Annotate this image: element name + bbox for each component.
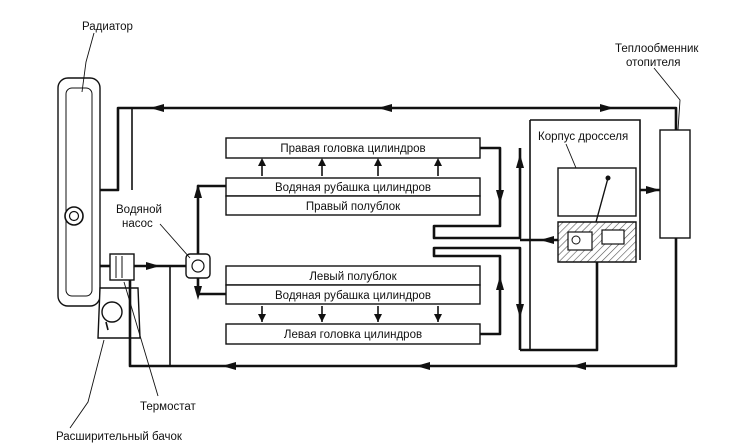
flow-arrow-icon xyxy=(540,236,554,244)
up-arrow-icon xyxy=(318,158,326,166)
right-bank-outlet-pipe xyxy=(432,146,522,240)
expansion-tank-outlet xyxy=(105,321,109,331)
down-arrow-icon xyxy=(318,314,326,322)
flow-arrow-icon xyxy=(150,104,164,112)
expansion-tank-cap-icon xyxy=(101,301,123,323)
radiator xyxy=(57,77,101,307)
left-head-label: Левая головка цилиндров xyxy=(284,329,422,341)
flow-arrow-icon xyxy=(496,276,504,290)
throttle-passage-window xyxy=(601,229,625,245)
pump-to-right-bank-pipe xyxy=(196,184,226,254)
water-pump-label-line1: Водяной xyxy=(116,204,162,216)
throttle-return-pipe xyxy=(520,262,599,352)
flow-arrow-icon xyxy=(646,186,660,194)
flow-arrow-icon xyxy=(416,362,430,370)
flow-arrow-icon xyxy=(572,362,586,370)
throttle-body xyxy=(557,167,637,263)
coolant-pipes xyxy=(100,106,678,368)
left-bank-outlet-pipe xyxy=(432,246,522,350)
left-block-label: Левый полублок xyxy=(309,271,397,283)
flow-arrow-icon xyxy=(194,286,202,300)
up-arrow-icon xyxy=(258,158,266,166)
radiator-leader xyxy=(81,32,95,93)
thermostat-label: Термостат xyxy=(140,401,197,413)
radiator-body xyxy=(57,77,101,307)
flow-arrow-icon xyxy=(496,190,504,204)
down-arrow-icon xyxy=(374,314,382,322)
right-bank-transfer xyxy=(258,158,442,176)
upper-loop-pipe xyxy=(100,106,678,192)
right-half-block xyxy=(225,195,481,216)
down-arrow-icon xyxy=(434,314,442,322)
throttle-plate-pivot-icon xyxy=(605,175,611,181)
flow-arrow-icon xyxy=(146,262,160,270)
throttle-body-leader xyxy=(565,143,577,169)
up-arrow-icon xyxy=(374,158,382,166)
radiator-cap-icon xyxy=(64,206,84,226)
heater-core-label-line1: Теплообменник xyxy=(615,43,699,55)
right-head-label: Правая головка цилиндров xyxy=(280,143,425,155)
right-jacket-label: Водяная рубашка цилиндров xyxy=(275,182,431,194)
flow-arrow-icon xyxy=(600,104,614,112)
throttle-port-icon xyxy=(571,235,581,245)
down-arrow-icon xyxy=(258,314,266,322)
heater-core xyxy=(659,129,691,239)
heater-core-leader xyxy=(653,67,681,131)
radiator-cap-inner-icon xyxy=(68,210,80,222)
thermostat-leader xyxy=(123,281,159,397)
pump-to-left-bank-pipe xyxy=(196,278,226,296)
left-jacket-label: Водяная рубашка цилиндров xyxy=(275,290,431,302)
transfer-arrows xyxy=(258,158,442,322)
flow-arrow-icon xyxy=(516,304,524,318)
throttle-body-label: Корпус дросселя xyxy=(538,131,628,143)
flow-arrows xyxy=(146,104,660,370)
lower-loop-pipe xyxy=(128,238,678,368)
expansion-tank-leader xyxy=(69,339,105,429)
flow-arrow-icon xyxy=(222,362,236,370)
right-block-label: Правый полублок xyxy=(306,201,401,213)
leader-lines xyxy=(69,32,681,429)
water-pump-label-line2: насос xyxy=(122,218,153,230)
heater-core-label-line2: отопителя xyxy=(626,57,680,69)
throttle-body-housing xyxy=(557,167,637,217)
up-arrow-icon xyxy=(434,158,442,166)
flow-arrow-icon xyxy=(378,104,392,112)
expansion-tank-label: Расширительный бачок xyxy=(56,431,183,443)
bypass-pipe xyxy=(169,265,180,366)
flow-arrow-icon xyxy=(516,154,524,168)
thermostat xyxy=(109,253,135,281)
radiator-label: Радиатор xyxy=(82,21,133,33)
water-pump-impeller-icon xyxy=(191,259,205,273)
radiator-core xyxy=(65,87,93,297)
water-pump-leader xyxy=(159,223,191,259)
left-bank xyxy=(225,265,481,345)
throttle-enclosure xyxy=(530,119,641,260)
left-bank-transfer xyxy=(258,306,442,322)
throttle-plate xyxy=(595,177,609,223)
flow-arrow-icon xyxy=(194,184,202,198)
